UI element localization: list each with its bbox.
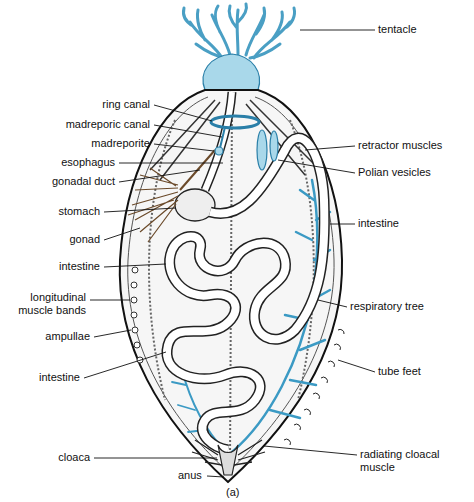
part-label: gonad — [5, 233, 100, 246]
oral-crown — [203, 54, 260, 90]
part-label: ampullae — [5, 330, 90, 343]
part-label: ring canal — [50, 98, 150, 111]
polian-vesicle — [257, 130, 267, 170]
leader-line — [84, 352, 166, 378]
leader-line — [94, 330, 131, 337]
esophagus — [205, 92, 232, 190]
leader-line — [300, 30, 375, 31]
leader-line — [104, 208, 176, 212]
intestine-fill — [167, 138, 324, 450]
part-label: intestine — [2, 371, 80, 384]
ampulla — [131, 297, 137, 303]
leader-line — [154, 144, 214, 151]
tube-foot — [284, 329, 344, 445]
madreporic-canal — [220, 127, 225, 148]
part-label: longitudinal muscle bands — [2, 291, 86, 317]
leader-line — [338, 360, 375, 372]
ampulla — [134, 342, 140, 348]
part-label: tube feet — [378, 365, 458, 378]
intestine-outline — [167, 138, 324, 450]
inner-body-wall — [128, 97, 334, 472]
part-label: intestine — [358, 217, 438, 230]
leader-line — [305, 146, 355, 150]
part-label: madreporite — [40, 137, 150, 150]
body-wall — [120, 90, 342, 482]
part-label: gonadal duct — [5, 175, 115, 188]
cloaca — [218, 445, 238, 475]
polian-vesicle — [270, 131, 278, 161]
figure-tag: (a) — [226, 486, 256, 499]
ampulla — [131, 312, 137, 318]
tentacle — [254, 8, 295, 58]
part-label: retractor muscles — [358, 139, 468, 152]
part-label: tentacle — [378, 23, 448, 36]
leader-line — [264, 446, 357, 455]
cloacal-muscle — [192, 440, 265, 465]
ampulla — [131, 282, 137, 288]
madreporite — [215, 147, 223, 155]
part-label: esophagus — [10, 156, 115, 169]
leader-line — [119, 170, 200, 182]
leader-line — [90, 300, 130, 301]
tentacle — [229, 4, 246, 54]
cloacal-muscles — [192, 440, 265, 465]
leader-line — [330, 224, 355, 225]
leader-line — [154, 105, 212, 121]
tentacle — [212, 6, 230, 55]
part-label: cloaca — [5, 451, 90, 464]
part-label: anus — [178, 469, 208, 482]
part-label: stomach — [5, 205, 100, 218]
ampullae — [131, 267, 143, 363]
leader-line — [318, 300, 347, 307]
intestine — [167, 138, 324, 450]
tentacle-crown — [183, 4, 294, 58]
part-label: intestine — [5, 260, 100, 273]
leader-line — [104, 228, 140, 240]
muscle-band — [230, 100, 232, 460]
part-label: Polian vesicles — [358, 166, 468, 179]
leader-line — [207, 476, 224, 477]
ring-canal — [211, 116, 259, 128]
ampulla — [132, 267, 138, 273]
part-label: respiratory tree — [350, 300, 465, 313]
tube-feet — [284, 329, 344, 445]
esophagus — [205, 92, 232, 190]
leader-line — [94, 458, 217, 459]
leader-line — [119, 163, 223, 164]
part-label: madreporic canal — [30, 118, 150, 131]
leader-line — [104, 264, 166, 267]
leader-lines — [84, 30, 375, 477]
leader-line — [278, 160, 355, 173]
gonad-tubule — [128, 168, 178, 242]
gonad — [128, 150, 215, 242]
ampulla — [132, 327, 138, 333]
leader-line — [154, 125, 222, 137]
part-label: radiating cloacal muscle — [360, 448, 444, 474]
